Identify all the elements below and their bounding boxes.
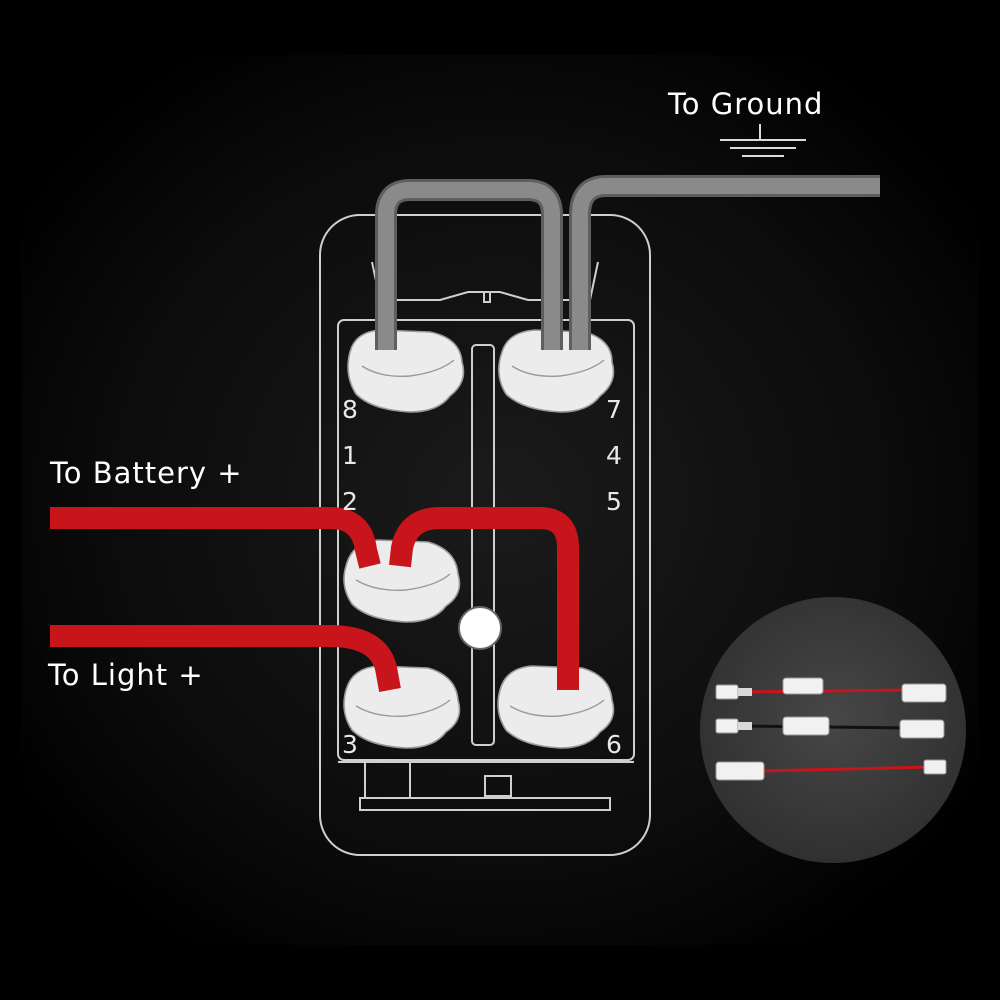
light-label: To Light + (47, 658, 204, 692)
battery-label: To Battery + (49, 456, 243, 490)
pin-8-label: 8 (342, 395, 358, 424)
light-wire (50, 625, 401, 692)
center-divider (471, 344, 495, 746)
terminal-3 (343, 665, 461, 749)
ground-wires (375, 175, 880, 350)
ground-symbol-icon (720, 124, 806, 157)
pin-1-label: 1 (342, 441, 358, 470)
power-wires (50, 507, 579, 692)
ground-label: To Ground (667, 87, 823, 121)
rocker-switch-body (319, 214, 651, 856)
terminal-8 (347, 329, 465, 413)
pin-2-label: 2 (342, 487, 358, 516)
jumper-wire-top (715, 677, 947, 703)
battery-wire (50, 507, 381, 569)
pin-7-label: 7 (606, 395, 622, 424)
pin-5-label: 5 (606, 487, 622, 516)
pin-6-label: 6 (606, 730, 622, 759)
jumper-wire-bottom (715, 759, 947, 781)
pin-3-label: 3 (342, 730, 358, 759)
jumper-wire-middle (715, 716, 945, 739)
jumper-wires-inset (700, 597, 966, 863)
center-led (458, 606, 502, 650)
terminal-7 (498, 329, 615, 413)
terminal-6 (497, 665, 615, 749)
jumper-wire-2-to-6 (389, 507, 579, 690)
pin-4-label: 4 (606, 441, 622, 470)
